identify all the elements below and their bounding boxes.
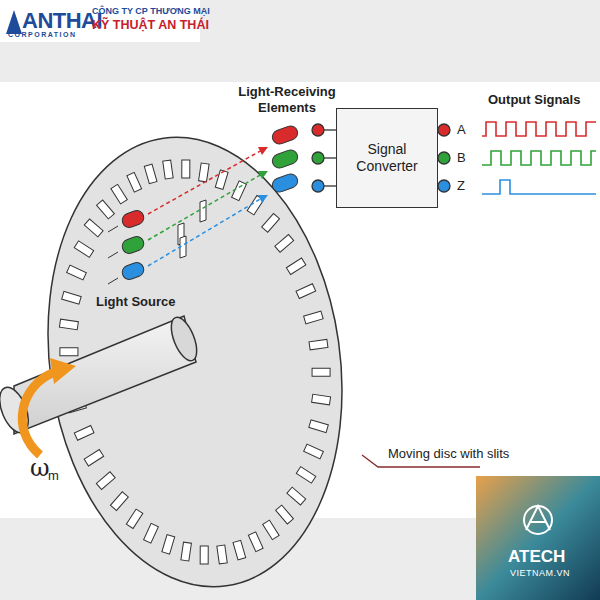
moving-disc <box>20 118 370 600</box>
light-source-leds <box>108 209 146 284</box>
part-label: Moving disc with slits <box>388 446 509 461</box>
disc-slit <box>74 426 94 441</box>
disc-slit <box>296 284 316 299</box>
light-beams <box>148 150 262 266</box>
speed-subscript: m <box>48 468 59 483</box>
disc-slit <box>59 319 78 330</box>
disc-slit <box>262 213 280 232</box>
company-line: CÔNG TY CP THƯƠNG MẠI <box>92 6 210 16</box>
watermark-icon <box>524 506 552 534</box>
logo-subtitle: CORPORATION <box>8 31 76 38</box>
disc-slit <box>263 520 279 539</box>
logo-name: ANTHAI <box>22 8 102 34</box>
receiving-leds <box>270 124 299 194</box>
part-label: Light Source <box>96 294 175 309</box>
disc-slit <box>181 542 192 561</box>
disc-slit <box>276 505 294 524</box>
output-waveforms <box>482 122 596 194</box>
disc-slit <box>111 184 127 203</box>
disc-slit <box>144 523 159 543</box>
disc-slit <box>67 265 87 280</box>
disc-slit <box>144 164 157 184</box>
disc-slit <box>127 172 142 192</box>
part-label: Output Signals <box>488 92 580 107</box>
logo-mark <box>6 10 22 34</box>
speed-symbol: ω <box>30 454 50 482</box>
disc-slit <box>97 200 115 219</box>
disc-slit <box>163 160 173 179</box>
disc-slit <box>84 450 103 466</box>
disc-slit <box>62 291 82 304</box>
signal-name: Z <box>457 178 465 193</box>
disc-slit <box>304 311 324 324</box>
disc-slit <box>162 535 175 555</box>
disc-slit <box>287 487 306 505</box>
disc-slit <box>286 258 305 274</box>
inner-slits <box>178 200 206 258</box>
disc-slit <box>309 339 328 349</box>
disc-slit <box>60 348 78 356</box>
disc-slit <box>296 467 315 483</box>
part-label: Light-Receiving Elements <box>222 84 352 116</box>
disc-slit <box>275 234 294 252</box>
disc-slit <box>233 540 246 560</box>
disc-slit <box>84 219 103 237</box>
disc-slit <box>304 444 324 459</box>
signal-name: B <box>457 150 466 165</box>
disc-slit <box>309 420 329 433</box>
disc-slit <box>200 546 208 564</box>
watermark-box <box>476 476 600 600</box>
company-line: KỸ THUẬT AN THÁI <box>92 18 209 32</box>
watermark-text: VIETNAM.VN <box>510 568 570 578</box>
converter-box: Signal Converter <box>336 108 438 208</box>
disc-slit <box>312 394 331 405</box>
disc-slit <box>126 509 142 528</box>
disc-slit <box>110 492 128 511</box>
signal-name: A <box>457 122 466 137</box>
disc-slit <box>182 160 190 178</box>
disc-slit <box>96 472 115 490</box>
beam-heads <box>258 147 268 203</box>
watermark-text: ATECH <box>508 547 565 567</box>
disc-slit <box>74 241 93 257</box>
disc-slit <box>248 532 263 552</box>
rotation-arrow <box>22 358 76 455</box>
disc-slit <box>312 368 330 376</box>
shaft <box>0 314 202 437</box>
disc-slit <box>199 163 210 182</box>
disc-slit <box>217 545 227 564</box>
box-label: Signal Converter <box>347 141 427 175</box>
